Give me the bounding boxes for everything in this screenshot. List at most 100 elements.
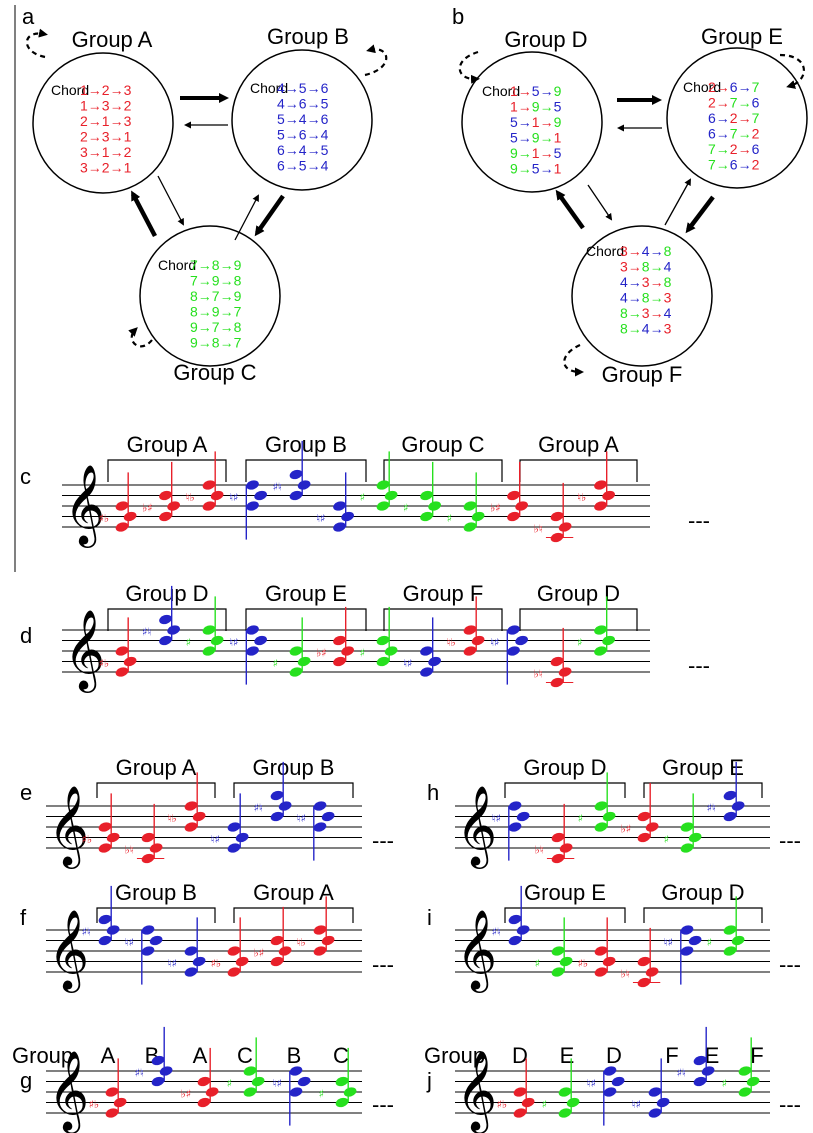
sequence-group-letter: D: [512, 1043, 528, 1068]
chord-sequence: 3→1→2: [80, 144, 132, 160]
chord-number: 2: [102, 82, 110, 98]
chord-sequence: 8→4→3: [620, 321, 672, 337]
arrow-glyph: →: [540, 130, 554, 146]
group-circle: [231, 49, 373, 191]
accidental-icon: ♮♯: [492, 812, 501, 825]
chord-number: 3: [664, 321, 672, 337]
ellipsis: ---: [372, 828, 394, 853]
chord-number: 5: [321, 96, 329, 112]
note-head: [289, 667, 303, 677]
note-head: [637, 956, 651, 967]
note-head: [141, 832, 155, 843]
note-head: [507, 625, 520, 635]
arrow-glyph: →: [285, 158, 299, 174]
note-head: [289, 490, 303, 501]
note-head: [551, 832, 565, 843]
note-head: [251, 1076, 265, 1087]
accidental-icon: ♮♯: [490, 636, 499, 649]
note-head: [420, 490, 433, 501]
sequence-group-letter: C: [333, 1043, 349, 1068]
chord-number: 2: [752, 126, 760, 142]
panel-label-i: i: [427, 905, 432, 930]
note-head: [645, 822, 659, 832]
chord-number: 2: [102, 160, 110, 176]
accidental-icon: ♯: [707, 936, 712, 949]
accidental-icon: ♯: [542, 1098, 547, 1111]
arrow-glyph: →: [220, 257, 234, 273]
chord-number: 1: [80, 98, 88, 114]
note-head: [159, 511, 172, 522]
arrow-glyph: →: [518, 114, 532, 130]
group-bracket-label: Group D: [537, 581, 620, 606]
accidental-icon: ♭♯: [490, 501, 501, 514]
chord-number: 1: [124, 160, 132, 176]
note-head: [566, 1097, 580, 1108]
arrow-glyph: →: [220, 304, 234, 320]
note-head: [167, 625, 180, 635]
chord-number: 4: [299, 111, 307, 127]
note-head: [463, 625, 477, 635]
note-head: [656, 1097, 670, 1108]
chord-sequence: 7→2→6: [708, 141, 760, 157]
note-head: [723, 925, 737, 935]
note-head: [637, 832, 651, 843]
group-bracket-label: Group F: [403, 581, 484, 606]
panel-label-e: e: [20, 780, 32, 805]
group-circle: [139, 225, 281, 367]
note-head: [151, 1055, 165, 1066]
note-head: [680, 946, 694, 956]
chord-sequence: 3→2→1: [80, 160, 132, 176]
note-head: [680, 843, 694, 853]
chord-number: 8: [212, 335, 220, 351]
accidental-icon: ♯: [722, 1077, 727, 1090]
sequence-group-letter: E: [705, 1043, 720, 1068]
chord-number: 8: [642, 290, 650, 306]
note-head: [333, 656, 346, 667]
self-loop-arrow-icon: [364, 44, 388, 77]
note-head: [602, 956, 616, 967]
chord-number: 6: [321, 80, 329, 96]
chord-number: 9: [510, 161, 518, 177]
note-head: [558, 522, 572, 532]
chord-sequence: 5→6→4: [277, 127, 329, 143]
chord-sequence: 6→5→4: [277, 158, 329, 174]
chord-number: 4: [664, 305, 672, 321]
panel-label-g: g: [20, 1068, 32, 1093]
group-word: Group: [424, 1043, 485, 1068]
chord-number: 6: [299, 96, 307, 112]
accidental-icon: ♮♭: [297, 936, 306, 949]
group-label: Group C: [173, 360, 256, 385]
note-head: [227, 843, 241, 853]
arrow-glyph: →: [110, 144, 124, 160]
accidental-icon: ♮♭: [577, 491, 586, 504]
note-head: [270, 811, 284, 822]
chord-number: 1: [532, 114, 540, 130]
group-bracket-label: Group A: [116, 755, 197, 780]
arrow-glyph: →: [650, 274, 664, 290]
chord-number: 5: [321, 142, 329, 158]
treble-clef-icon: 𝄞: [48, 910, 89, 993]
sequence-group-letter: E: [560, 1043, 575, 1068]
note-head: [289, 1066, 303, 1076]
group-bracket: [504, 782, 626, 798]
chord-number: 6: [277, 158, 285, 174]
chord-number: 7: [708, 141, 716, 157]
note-head: [227, 967, 241, 977]
group-bracket: [96, 907, 216, 923]
arrow-glyph: →: [307, 80, 321, 96]
group-bracket-label: Group D: [125, 581, 208, 606]
group-label: Group F: [602, 362, 683, 387]
arrow-glyph: →: [518, 145, 532, 161]
note-head: [105, 1087, 119, 1097]
arrow-glyph: →: [628, 243, 642, 259]
chord-number: 5: [510, 114, 518, 130]
note-head: [141, 946, 155, 956]
ellipsis: ---: [372, 1092, 394, 1117]
note-head: [254, 635, 267, 646]
chord-number: 8: [190, 288, 198, 304]
note-head: [637, 811, 651, 822]
chord-number: 2: [730, 141, 738, 157]
note-head: [508, 801, 522, 811]
note-head: [98, 914, 112, 925]
chord-number: 5: [532, 161, 540, 177]
